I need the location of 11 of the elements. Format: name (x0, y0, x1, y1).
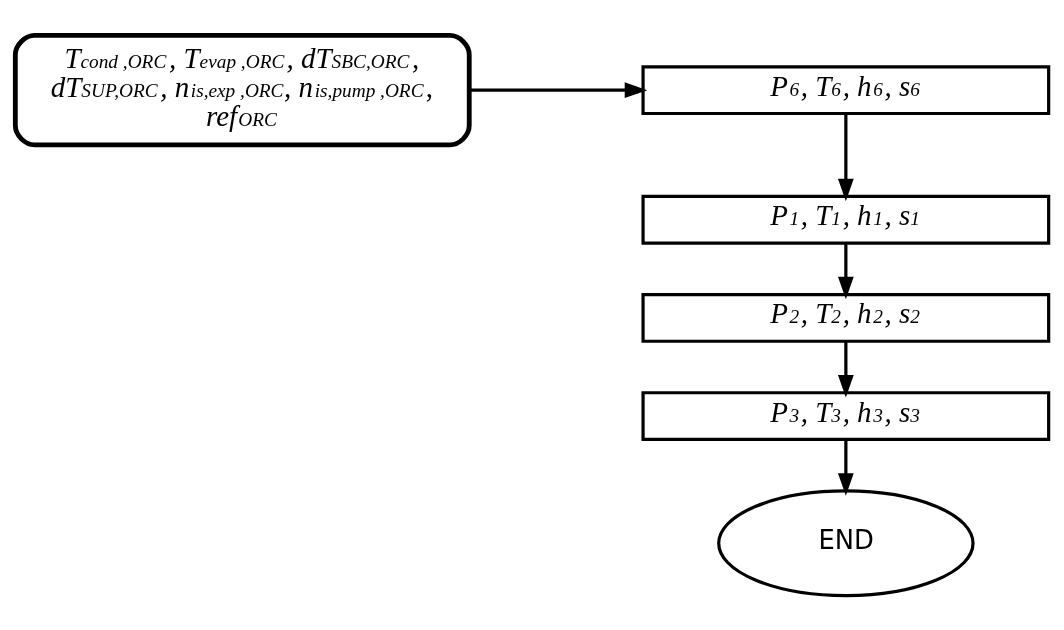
node-box: P1, T1, h1, s1 (641, 194, 1051, 245)
arrow (837, 113, 854, 201)
node-box: Tcond ,ORC, Tevap ,ORC, dTSBC,ORC, dTSUP,ORC, nis,exp ,ORC, nis,pump ,ORC, refORC (12, 32, 472, 147)
arrow (837, 341, 854, 397)
arrow (469, 81, 648, 98)
arrow (837, 242, 854, 299)
arrow (837, 439, 854, 496)
node-ellipse: END (717, 488, 975, 597)
node-box: P6, T6, h6, s6 (641, 64, 1051, 115)
node-box: P3, T3, h3, s3 (641, 390, 1051, 441)
node-box: P2, T2, h2, s2 (641, 292, 1051, 343)
